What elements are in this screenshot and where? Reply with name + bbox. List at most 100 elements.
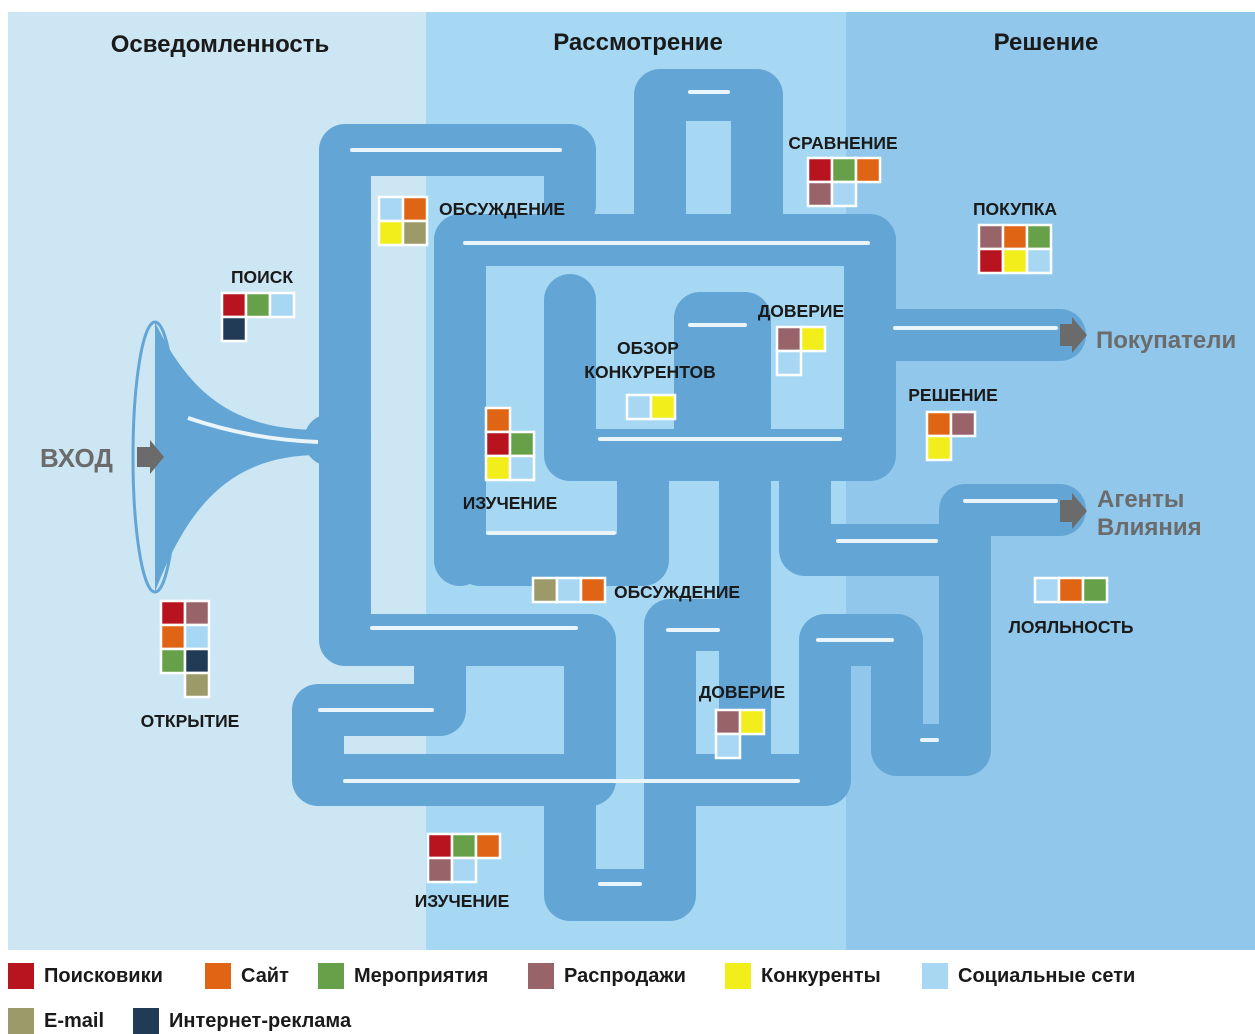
channel-swatch (714, 708, 742, 736)
touchpoint-label-comparison: СРАВНЕНИЕ (788, 133, 897, 153)
legend-label: Конкуренты (761, 964, 881, 987)
stage-decision-bg (846, 12, 1255, 950)
channel-swatch (183, 623, 211, 651)
channel-swatch (450, 856, 478, 884)
legend-label: Интернет-реклама (169, 1009, 352, 1032)
channel-swatch (377, 195, 405, 223)
pipe-bottom-u (544, 524, 991, 921)
buyers-arrow-icon (1060, 317, 1087, 353)
legend-item: Конкуренты (725, 963, 881, 989)
maze-pipes (292, 69, 1086, 921)
funnel-highlight (187, 416, 319, 444)
legend-label: Социальные сети (958, 964, 1136, 987)
pipe-center-down (454, 429, 669, 586)
touchpoint-label-study-2: ИЗУЧЕНИЕ (415, 891, 510, 911)
legend-item: Сайт (205, 963, 289, 989)
channel-swatch (1025, 223, 1053, 251)
legend-item: Социальные сети (922, 963, 1135, 989)
touchpoint-label-search: ПОИСК (231, 267, 293, 287)
channel-swatch (830, 156, 858, 184)
legend-item: Интернет-реклама (133, 1008, 351, 1034)
legend-swatch (8, 1008, 34, 1034)
exit-label-agents-line2: Влияния (1097, 514, 1202, 541)
channel-swatch (977, 223, 1005, 251)
legend-item: Мероприятия (318, 963, 488, 989)
channel-swatch (1081, 576, 1109, 604)
pipe-highlights (318, 90, 1058, 886)
touchpoint-label-decision: РЕШЕНИЕ (908, 385, 998, 405)
exit-label-buyers: Покупатели (1096, 327, 1236, 354)
channel-grid-search (220, 291, 296, 343)
touchpoint-label-trust-2: ДОВЕРИЕ (699, 682, 785, 702)
legend: Поисковики Сайт Мероприятия Распродажи Конку… (0, 955, 1255, 1034)
channel-grids (159, 156, 1109, 884)
channel-grid-trust-1 (775, 325, 827, 377)
touchpoint-label-study-1: ИЗУЧЕНИЕ (463, 493, 558, 513)
channel-grid-decision (925, 410, 977, 462)
channel-swatch (925, 434, 953, 462)
legend-swatch (133, 1008, 159, 1034)
channel-swatch (401, 219, 429, 247)
channel-swatch (220, 315, 248, 343)
channel-swatch (220, 291, 248, 319)
legend-item: Распродажи (528, 963, 686, 989)
channel-swatch (625, 393, 653, 421)
channel-swatch (830, 180, 858, 208)
channel-swatch (401, 195, 429, 223)
channel-grid-study-1 (484, 406, 536, 482)
channel-grid-purchase (977, 223, 1053, 275)
touchpoint-label-discovery: ОТКРЫТИЕ (141, 711, 240, 731)
channel-swatch (854, 156, 882, 184)
channel-swatch (377, 219, 405, 247)
channel-swatch (484, 406, 512, 434)
channel-swatch (775, 349, 803, 377)
channel-swatch (531, 576, 559, 604)
channel-swatch (450, 832, 478, 860)
channel-swatch (649, 393, 677, 421)
channel-grid-competitors-review (625, 393, 677, 421)
stage-title-awareness: Осведомленность (111, 31, 330, 58)
legend-item: E-mail (8, 1008, 104, 1034)
channel-swatch (1001, 247, 1029, 275)
legend-swatch (725, 963, 751, 989)
channel-swatch (159, 647, 187, 675)
channel-swatch (714, 732, 742, 760)
touchpoint-label-purchase: ПОКУПКА (973, 199, 1057, 219)
channel-swatch (806, 156, 834, 184)
channel-swatch (977, 247, 1005, 275)
legend-label: Распродажи (564, 964, 686, 987)
channel-grid-discussion-2 (531, 576, 607, 604)
legend-item: Поисковики (8, 963, 163, 989)
channel-swatch (183, 671, 211, 699)
legend-swatch (205, 963, 231, 989)
touchpoint-labels: ПОИСК ОТКРЫТИЕ ОБСУЖДЕНИЕ СРАВНЕНИЕ ПОКУ… (141, 133, 1134, 911)
touchpoint-label-discussion-2: ОБСУЖДЕНИЕ (614, 582, 740, 602)
channel-swatch (555, 576, 583, 604)
channel-grid-comparison (806, 156, 882, 208)
channel-swatch (508, 430, 536, 458)
legend-swatch (528, 963, 554, 989)
legend-swatch (318, 963, 344, 989)
channel-swatch (806, 180, 834, 208)
channel-swatch (508, 454, 536, 482)
channel-swatch (159, 599, 187, 627)
channel-swatch (1025, 247, 1053, 275)
channel-grid-loyalty (1033, 576, 1109, 604)
channel-grid-study-2 (426, 832, 502, 884)
entry-funnel (155, 322, 320, 592)
channel-swatch (484, 454, 512, 482)
channel-swatch (159, 623, 187, 651)
channel-swatch (579, 576, 607, 604)
channel-swatch (484, 430, 512, 458)
channel-swatch (949, 410, 977, 438)
legend-label: E-mail (44, 1009, 105, 1032)
pipe-inner-frame (674, 292, 771, 806)
channel-swatch (474, 832, 502, 860)
channel-grid-discovery (159, 599, 211, 699)
channel-swatch (1033, 576, 1061, 604)
pipe-lower-center (644, 599, 746, 806)
agents-arrow-icon (1060, 493, 1087, 529)
channel-swatch (268, 291, 296, 319)
entry-label: ВХОД (40, 443, 113, 473)
stage-title-decision: Решение (994, 29, 1099, 56)
